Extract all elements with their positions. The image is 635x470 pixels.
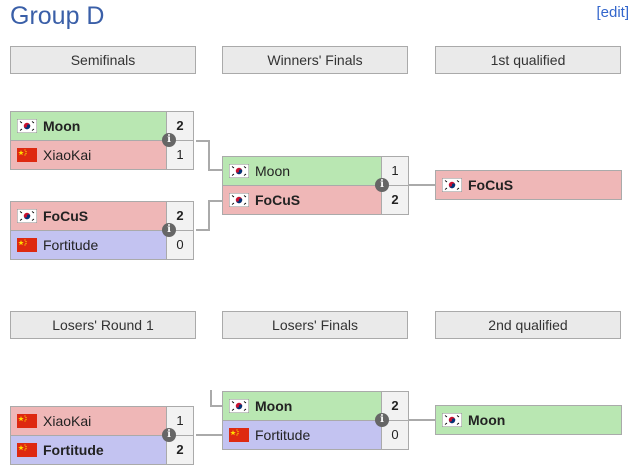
stage-header-semifinals: Semifinals	[10, 46, 196, 74]
match-info-icon[interactable]: i	[162, 223, 176, 237]
flag-china-icon	[17, 148, 37, 162]
player-name: FoCuS	[43, 208, 89, 224]
connector	[208, 169, 222, 171]
connector	[210, 390, 212, 406]
connector	[409, 184, 435, 186]
match-semifinal-1: Moon 2 XiaoKai 1	[10, 111, 194, 170]
match-info-icon[interactable]: i	[375, 178, 389, 192]
player-name: FoCuS	[255, 192, 301, 208]
connector	[210, 405, 222, 407]
connector	[196, 140, 208, 142]
player-name: Fortitude	[43, 237, 99, 253]
connector	[196, 434, 222, 436]
player-name: Moon	[43, 118, 81, 134]
connector	[208, 200, 222, 202]
player-name: XiaoKai	[43, 147, 92, 163]
stage-header-second-qualified: 2nd qualified	[435, 311, 621, 339]
connector	[196, 229, 208, 231]
stage-header-losers-finals: Losers' Finals	[222, 311, 408, 339]
flag-korea-icon	[442, 178, 462, 192]
stage-header-winners-finals: Winners' Finals	[222, 46, 408, 74]
flag-korea-icon	[229, 399, 249, 413]
player-name: Moon	[255, 163, 291, 179]
flag-korea-icon	[17, 119, 37, 133]
flag-china-icon	[17, 414, 37, 428]
stage-header-losers-round1: Losers' Round 1	[10, 311, 196, 339]
player-name: Moon	[468, 412, 506, 428]
match-info-icon[interactable]: i	[162, 428, 176, 442]
flag-china-icon	[229, 428, 249, 442]
stage-header-first-qualified: 1st qualified	[435, 46, 621, 74]
match-info-icon[interactable]: i	[375, 413, 389, 427]
player-name: XiaoKai	[43, 413, 92, 429]
group-title: Group D	[10, 2, 105, 30]
player-name: Fortitude	[43, 442, 104, 458]
connector	[208, 140, 210, 170]
first-qualified-slot[interactable]: FoCuS	[435, 170, 622, 200]
player-name: Moon	[255, 398, 293, 414]
match-row-winner[interactable]: Moon 2	[222, 391, 409, 420]
flag-korea-icon	[229, 164, 249, 178]
flag-korea-icon	[17, 209, 37, 223]
second-qualified-slot[interactable]: Moon	[435, 405, 622, 435]
player-name: FoCuS	[468, 177, 514, 193]
flag-korea-icon	[442, 413, 462, 427]
match-info-icon[interactable]: i	[162, 133, 176, 147]
match-row-winner[interactable]: Moon 2	[10, 111, 194, 140]
player-name: Fortitude	[255, 427, 311, 443]
flag-korea-icon	[229, 193, 249, 207]
connector	[208, 200, 210, 231]
edit-link[interactable]: [edit]	[596, 4, 629, 21]
flag-china-icon	[17, 443, 37, 457]
connector	[409, 419, 435, 421]
flag-china-icon	[17, 238, 37, 252]
match-row-loser[interactable]: XiaoKai 1	[10, 140, 194, 170]
